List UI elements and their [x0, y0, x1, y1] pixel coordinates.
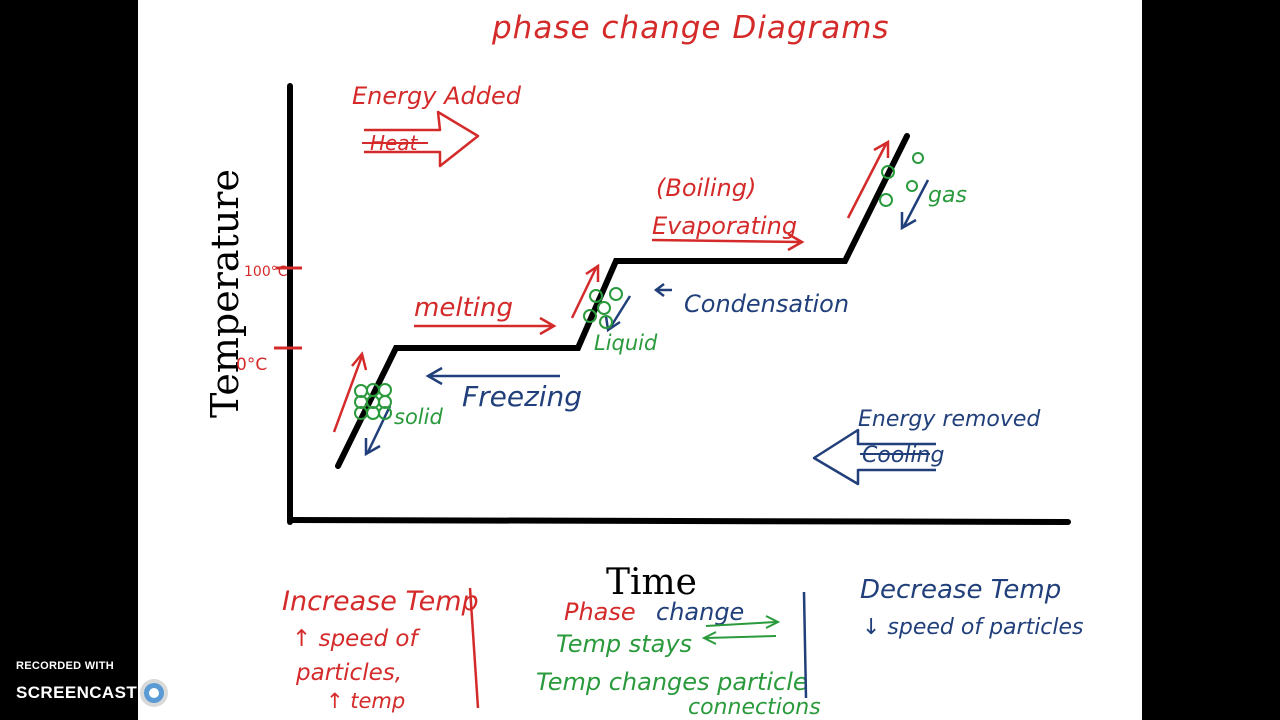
x-axis — [287, 517, 1071, 525]
condensation-label: Condensation — [684, 290, 849, 318]
liquid-particles-icon — [583, 287, 623, 329]
watermark-screencast: SCREENCAST — [16, 683, 138, 702]
melting-label: melting — [414, 293, 513, 323]
y-axis-label: Temperature — [203, 169, 247, 418]
change-word: change — [656, 598, 744, 626]
cooling-word: Cooling — [862, 443, 944, 468]
temp-changes: Temp changes particle — [536, 668, 808, 696]
increase-line-3: ↑ temp — [326, 689, 405, 713]
screencast-o-matic-logo-icon — [140, 679, 169, 707]
divider-left — [468, 587, 480, 709]
temp-stays: Temp stays — [556, 630, 692, 658]
gas-particles-icon — [879, 152, 924, 207]
watermark-recorded-with: RECORDED WITH — [16, 660, 115, 672]
screencast-watermark: RECORDED WITH SCREENCAST MATIC — [16, 658, 246, 714]
connections-word: connections — [688, 695, 821, 720]
tick-label-100c: 100°C — [244, 264, 288, 280]
heating-curve — [335, 133, 910, 469]
energy-removed-label: Energy removed — [858, 407, 1041, 432]
boiling-label: (Boiling) — [656, 174, 756, 202]
cooling-slope-arrows — [364, 179, 930, 457]
energy-added-label: Energy Added — [352, 82, 522, 110]
tick-label-0c: 0°C — [236, 355, 267, 375]
x-axis-label: Time — [606, 562, 697, 603]
whiteboard — [138, 0, 1142, 720]
increase-line-2: particles, — [295, 660, 402, 686]
liquid-label: Liquid — [594, 331, 658, 355]
decrease-temp-title: Decrease Temp — [860, 575, 1061, 605]
solid-label: solid — [394, 405, 443, 429]
increase-temp-title: Increase Temp — [282, 586, 479, 617]
increase-line-1: ↑ speed of — [292, 626, 420, 652]
condensation-arrow-icon — [653, 283, 672, 297]
gas-label: gas — [928, 183, 967, 208]
equilibrium-arrows-icon — [701, 615, 781, 645]
solid-particles-icon — [354, 383, 392, 420]
divider-right — [802, 591, 808, 699]
cooling-arrow-icon — [812, 428, 936, 486]
watermark-matic: MATIC — [171, 683, 226, 702]
freezing-arrow-icon — [425, 366, 560, 386]
evaporating-label: Evaporating — [652, 212, 797, 240]
melting-arrow-icon — [414, 316, 557, 336]
heat-arrow-icon — [364, 110, 480, 168]
heating-slope-arrows — [332, 139, 890, 433]
phase-word: Phase — [564, 598, 636, 626]
watermark-brand: SCREENCAST MATIC — [16, 678, 226, 708]
diagram-title: phase change Diagrams — [491, 10, 890, 46]
evaporating-arrow-icon — [651, 232, 805, 252]
freezing-label: Freezing — [462, 380, 582, 413]
decrease-line-1: ↓ speed of particles — [862, 615, 1084, 640]
